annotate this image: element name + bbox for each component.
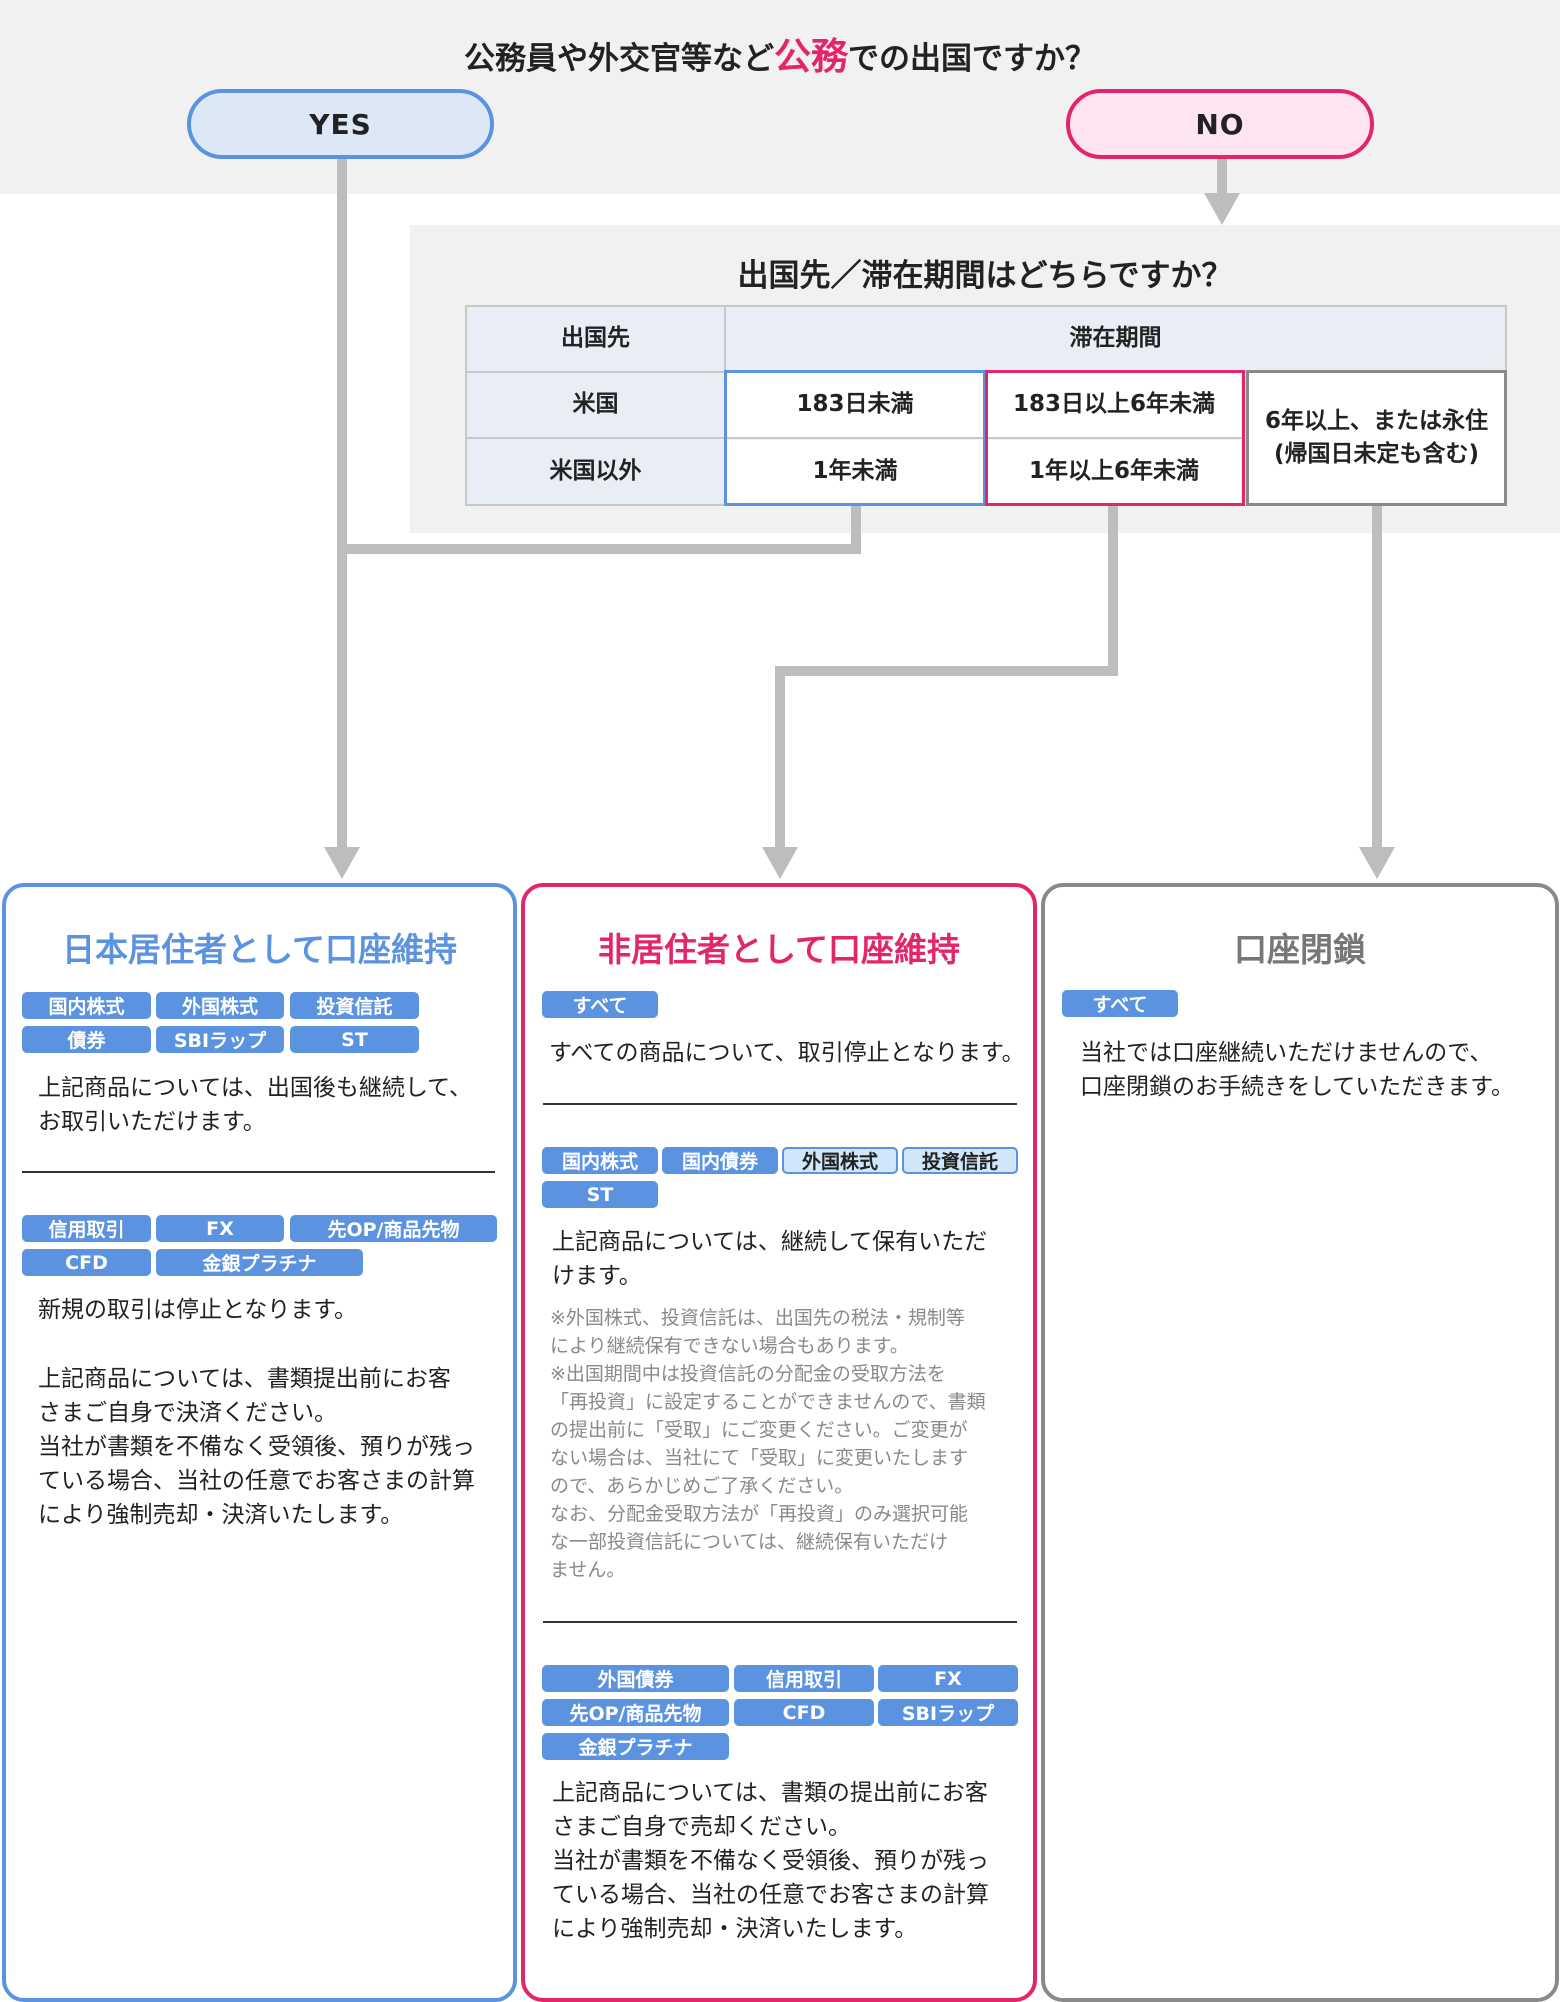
resident-tag: SBIラップ [156, 1026, 284, 1053]
short-connector-join [337, 544, 861, 554]
nonresident-tag: SBIラップ [878, 1699, 1018, 1726]
resident-text2: 新規の取引は停止となります。 [38, 1297, 358, 1323]
nonresident-tag: 外国株式 [782, 1147, 898, 1174]
nonresident-tag: ST [542, 1181, 658, 1208]
nonresident-tag: 先OP/商品先物 [542, 1699, 729, 1726]
resident-divider [22, 1171, 495, 1173]
nonresident-tag: 国内株式 [542, 1147, 658, 1174]
closure-tag: すべて [1062, 990, 1178, 1017]
mid-connector-down [1108, 506, 1118, 676]
nonresident-tag: 金銀プラチナ [542, 1733, 729, 1760]
mid-connector-down2 [775, 666, 785, 849]
cell-long: 6年以上、または永住(帰国日未定も含む) [1246, 370, 1507, 506]
nonresident-tag: FX [878, 1665, 1018, 1692]
nonresident-tag: 外国債券 [542, 1665, 729, 1692]
resident-box [2, 883, 517, 2002]
question2: 出国先／滞在期間はどちらですか？ [737, 258, 1233, 294]
resident-tag: CFD [22, 1249, 151, 1276]
question1: 公務員や外交官等など公務での出国ですか？ [464, 35, 1096, 78]
closure-box [1041, 883, 1559, 2002]
mid-group-divider [988, 437, 1242, 439]
cell-us-mid: 183日以上6年未満 [987, 372, 1241, 438]
resident-title: 日本居住者として口座維持 [61, 930, 457, 969]
resident-tag: 外国株式 [156, 992, 284, 1019]
closure-title: 口座閉鎖 [1234, 930, 1366, 969]
nonresident-tag: 国内債券 [662, 1147, 778, 1174]
mid-group-border [985, 370, 1245, 506]
long-arrow [1359, 847, 1395, 879]
nonresident-divider2 [543, 1621, 1017, 1623]
nonresident-text2: 上記商品については、継続して保有いただけます。 [552, 1229, 988, 1289]
resident-tag: 信用取引 [22, 1215, 151, 1242]
short-connector-down [851, 506, 861, 554]
short-group-divider [727, 437, 983, 439]
nonresident-text3: 上記商品については、書類の提出前にお客さまご自身で売却ください。当社が書類を不備… [552, 1780, 989, 1942]
resident-tag: 先OP/商品先物 [290, 1215, 497, 1242]
cell-us-short: 183日未満 [726, 372, 984, 438]
nonresident-tag: すべて [542, 991, 658, 1018]
table-header-period: 滞在期間 [724, 305, 1507, 373]
yes-arrow [324, 847, 360, 879]
cell-other-short: 1年未満 [726, 440, 984, 504]
nonresident-text1: すべての商品について、取引停止となります。 [549, 1040, 1025, 1066]
nonresident-notes: ※外国株式、投資信託は、出国先の税法・規制等 により継続保有できない場合もありま… [550, 1307, 986, 1581]
mid-connector-across [775, 666, 1118, 676]
nonresident-tag: CFD [734, 1699, 874, 1726]
no-connector [1217, 159, 1227, 195]
no-arrow [1204, 193, 1240, 225]
nonresident-divider1 [543, 1103, 1017, 1105]
mid-arrow [762, 847, 798, 879]
nonresident-box [521, 883, 1037, 2002]
nonresident-title: 非居住者として口座維持 [597, 930, 960, 969]
long-connector-down [1372, 506, 1382, 849]
table-row-other: 米国以外 [465, 437, 726, 506]
resident-tag: 金銀プラチナ [156, 1249, 363, 1276]
closure-text: 当社では口座継続いただけませんので、口座閉鎖のお手続きをしていただきます。 [1080, 1040, 1515, 1100]
cell-other-mid: 1年以上6年未満 [987, 440, 1241, 504]
nonresident-tag: 信用取引 [734, 1665, 874, 1692]
short-group-border [724, 370, 986, 506]
question1-highlight: 公務 [774, 35, 848, 78]
yes-connector [337, 159, 347, 849]
nonresident-tag: 投資信託 [902, 1147, 1018, 1174]
table-header-destination: 出国先 [465, 305, 726, 373]
yes-button[interactable]: YES [187, 89, 494, 159]
resident-tag: ST [290, 1026, 419, 1053]
resident-tag: 債券 [22, 1026, 151, 1053]
resident-tag: 国内株式 [22, 992, 151, 1019]
no-button[interactable]: NO [1066, 89, 1374, 159]
resident-text1: 上記商品については、出国後も継続して、お取引いただけます。 [38, 1075, 473, 1135]
table-row-us: 米国 [465, 371, 726, 439]
resident-text3: 上記商品については、書類提出前にお客さまご自身で決済ください。当社が書類を不備な… [38, 1366, 475, 1528]
resident-tag: FX [156, 1215, 284, 1242]
resident-tag: 投資信託 [290, 992, 419, 1019]
